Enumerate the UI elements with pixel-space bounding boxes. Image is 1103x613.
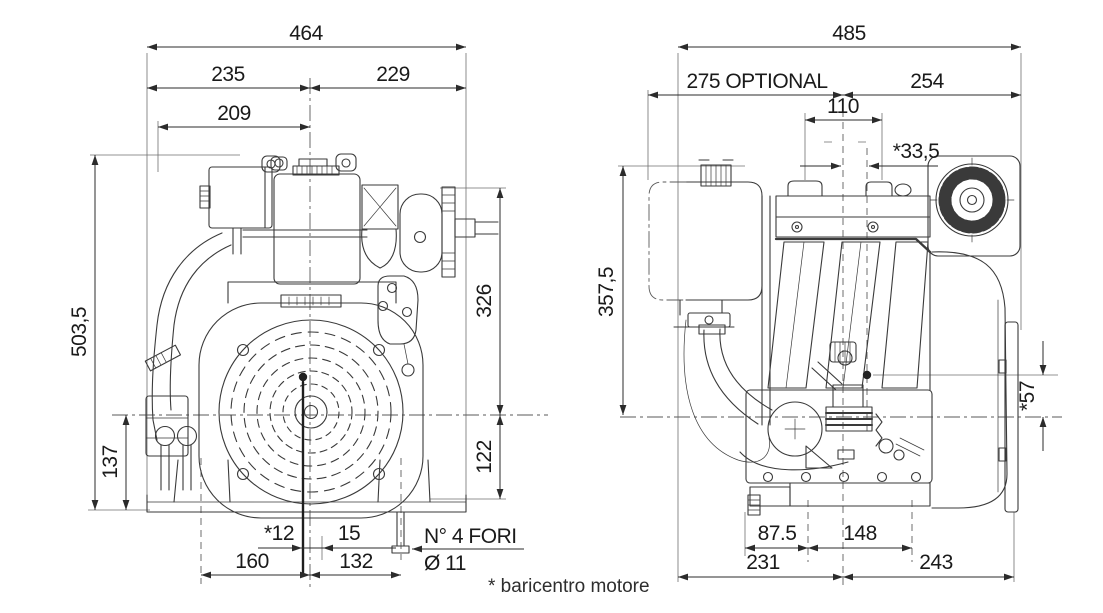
dim-side-head-width-label: 110 [827, 95, 859, 118]
dim-side-length-left-optional-label: 275 OPTIONAL [686, 70, 827, 93]
dim-side-foot-spacing-label: 148 [843, 522, 877, 545]
dim-side-length-right: 254 [843, 70, 1021, 99]
dim-side-length-left-optional: 275 OPTIONAL [648, 70, 843, 99]
crankcase [739, 389, 933, 484]
dim-front-overall-width: 464 [147, 22, 466, 51]
muffler [199, 156, 288, 255]
dim-side-height-above-axis-label: 357,5 [595, 267, 618, 317]
dim-front-overall-width-label: 464 [289, 22, 323, 45]
dim-front-cg-offset-label: *12 [264, 522, 294, 545]
dim-front-width-left: 235 [147, 63, 310, 92]
side-base-plate [747, 482, 931, 516]
air-filter-box [648, 159, 763, 328]
cylinder-fins [767, 241, 931, 391]
flywheel-fan-cover [198, 281, 424, 519]
governor-details [805, 413, 925, 469]
dim-front-height-below-axis-label: 122 [473, 440, 496, 474]
cylinder-head [774, 180, 932, 254]
dim-side-cg-height-label: *57 [1016, 381, 1039, 411]
flywheel-housing [931, 251, 1019, 513]
fuel-tank [242, 153, 368, 285]
dim-side-base-right: 243 [843, 551, 1014, 581]
air-filter-box-optional-outline [648, 181, 687, 301]
cylinder-head-carb [361, 184, 399, 269]
dim-front-overall-height-label: 503,5 [68, 307, 91, 357]
dim-front-width-right: 229 [310, 63, 466, 92]
dim-front-foot-left: 160 [201, 550, 310, 579]
holes-diameter-label: Ø 11 [424, 552, 466, 575]
dim-side-cg-height: *57 [1016, 341, 1047, 451]
footnote: * baricentro motore [488, 576, 650, 597]
starter-fins [938, 166, 1006, 234]
dim-front-height-base-label: 137 [99, 445, 122, 479]
dim-side-length-right-label: 254 [910, 70, 944, 93]
side-view: 485 275 OPTIONAL 254 110 *33,5 357,5 *57 [595, 22, 1062, 590]
dim-front-slot-offset-label: 15 [338, 522, 360, 545]
cg-marker-front [298, 372, 308, 576]
dim-front-height-above-axis: 326 [473, 188, 504, 415]
dim-front-width-upper-left-label: 209 [217, 102, 251, 125]
dim-front-foot-right: 132 [310, 550, 401, 579]
gear-cover-circle [767, 401, 823, 457]
intake-hose [683, 319, 773, 463]
mounting-holes-note: N° 4 FORI Ø 11 [412, 525, 524, 575]
holes-count-label: N° 4 FORI [424, 525, 517, 548]
dim-side-overall-length: 485 [678, 22, 1021, 51]
starter-motor [377, 275, 419, 377]
side-centerlines [620, 98, 1062, 590]
recoil-starter [927, 155, 1021, 257]
cg-marker-side [862, 370, 872, 380]
dim-side-overall-length-label: 485 [832, 22, 866, 45]
dim-front-height-above-axis-label: 326 [473, 284, 496, 318]
dim-side-base-left: 231 [678, 551, 843, 581]
injection-pump [811, 341, 873, 432]
front-extension-lines [88, 53, 506, 560]
dim-front-width-right-label: 229 [376, 63, 410, 86]
dim-front-width-left-label: 235 [211, 63, 245, 86]
dim-side-base-left-label: 231 [746, 551, 780, 574]
dim-front-width-upper-left: 209 [158, 102, 310, 131]
dim-front-height-base: 137 [99, 415, 130, 510]
dim-side-head-width: 110 [805, 95, 882, 124]
side-extension-lines [618, 53, 1058, 582]
front-engine-art [144, 153, 499, 576]
dim-side-foot-spacing: 148 [808, 522, 912, 552]
dim-side-foot-edge: 87.5 [745, 522, 808, 552]
dim-side-cg-offset: *33,5 [800, 140, 940, 170]
dim-side-base-right-label: 243 [919, 551, 953, 574]
base-plate [146, 459, 467, 554]
fuel-filter-bracket [144, 344, 198, 491]
dim-front-foot-right-label: 132 [339, 550, 373, 573]
dim-front-cg-offset: *12 15 [258, 522, 396, 552]
side-engine-art [648, 155, 1021, 516]
air-cleaner [399, 186, 499, 278]
blower-cowl [151, 232, 232, 441]
dim-front-foot-left-label: 160 [235, 550, 269, 573]
shroud-edge [761, 195, 771, 426]
front-view: 464 235 229 209 503,5 137 326 122 [68, 22, 548, 590]
dim-side-foot-edge-label: 87.5 [758, 522, 797, 545]
front-centerlines [112, 78, 548, 590]
dim-side-height-above-axis: 357,5 [595, 166, 627, 415]
dim-front-height-below-axis: 122 [473, 415, 504, 499]
dim-side-cg-offset-label: *33,5 [893, 140, 940, 163]
dim-front-overall-height: 503,5 [68, 155, 99, 510]
